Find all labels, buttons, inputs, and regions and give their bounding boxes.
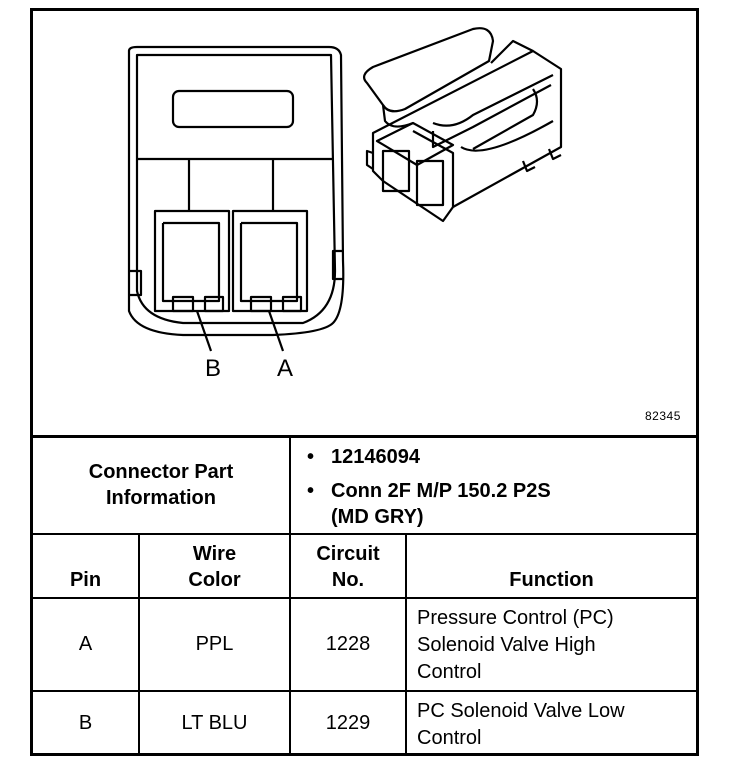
function-line: Solenoid Valve High <box>417 633 596 656</box>
connector-face-inner <box>135 53 337 325</box>
iso-cavity-right <box>415 159 445 207</box>
function-line: Control <box>417 660 482 683</box>
connector-diagram: B A 82345 <box>33 11 696 435</box>
table-row: A PPL 1228 Pressure Control (PC) Solenoi… <box>33 596 696 692</box>
connector-description-line1: Conn 2F M/P 150.2 P2S <box>331 480 551 502</box>
connector-description: • Conn 2F M/P 150.2 P2S <box>307 478 696 504</box>
connector-part-number: • 12146094 <box>307 444 696 470</box>
header-pin-text: Pin <box>69 568 102 591</box>
function-line: PC Solenoid Valve Low <box>417 699 625 722</box>
function-line: Pressure Control (PC) <box>417 606 614 629</box>
bullet-icon: • <box>307 446 315 468</box>
connector-info-label: Connector Part Information <box>33 435 291 535</box>
header-function-text: Function <box>509 568 594 591</box>
bullet-icon: • <box>307 480 315 502</box>
figure-number: 82345 <box>645 409 681 423</box>
connector-table: Connector Part Information • 12146094 • … <box>33 435 696 756</box>
pin-a-callout: A <box>277 355 294 382</box>
connector-info-row: Connector Part Information • 12146094 • … <box>33 435 696 535</box>
iso-cavity-left <box>381 149 411 193</box>
function-cell: PC Solenoid Valve Low Control <box>405 689 696 756</box>
pin-b-callout: B <box>205 355 222 382</box>
connector-face-outline <box>127 45 345 337</box>
connector-info-label-line2: Information <box>106 487 216 510</box>
table-header-row: Pin Wire Color Circuit No. Function <box>33 532 696 599</box>
connector-info-label-line1: Connector Part <box>88 461 234 484</box>
circuit-cell: 1229 <box>289 689 407 756</box>
header-circuit: Circuit No. <box>289 532 407 599</box>
header-function: Function <box>405 532 696 599</box>
header-wire-line1: Wire <box>192 542 237 565</box>
header-pin: Pin <box>33 532 140 599</box>
circuit-cell: 1228 <box>289 596 407 692</box>
pin-cell: A <box>33 596 140 692</box>
function-line: Control <box>417 726 482 749</box>
table-row: B LT BLU 1229 PC Solenoid Valve Low Cont… <box>33 689 696 756</box>
connector-description-line2: (MD GRY) <box>331 506 424 528</box>
header-wire-color: Wire Color <box>138 532 291 599</box>
connector-iso-body <box>371 49 563 223</box>
header-circuit-line2: No. <box>331 568 365 591</box>
pin-cell: B <box>33 689 140 756</box>
connector-info-values: • 12146094 • Conn 2F M/P 150.2 P2S (MD G… <box>289 435 696 535</box>
part-number-text: 12146094 <box>331 446 420 468</box>
function-cell: Pressure Control (PC) Solenoid Valve Hig… <box>405 596 696 692</box>
connector-illustration <box>127 27 563 352</box>
connector-document: B A 82345 Connector Part Information • 1… <box>30 8 699 756</box>
wire-color-cell: LT BLU <box>138 689 291 756</box>
wire-color-cell: PPL <box>138 596 291 692</box>
header-circuit-line1: Circuit <box>316 542 380 565</box>
connector-info-list: • 12146094 • Conn 2F M/P 150.2 P2S (MD G… <box>291 438 696 530</box>
latch-window <box>171 89 295 129</box>
connector-color: (MD GRY) <box>331 504 696 530</box>
header-wire-line2: Color <box>188 568 241 591</box>
